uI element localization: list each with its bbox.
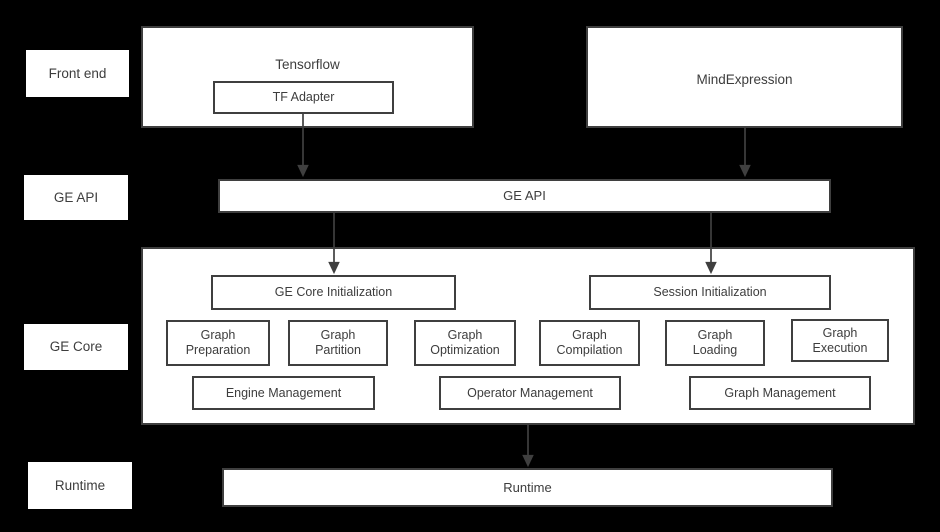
graph-partition-box[interactable]: Graph Partition: [288, 320, 388, 366]
layer-label-ge-api: GE API: [24, 175, 128, 220]
layer-label-ge-core: GE Core: [24, 324, 128, 370]
layer-label-runtime: Runtime: [28, 462, 132, 509]
graph-management-box[interactable]: Graph Management: [689, 376, 871, 410]
session-initialization-box[interactable]: Session Initialization: [589, 275, 831, 310]
ge-api-bar[interactable]: GE API: [218, 179, 831, 213]
mindexpression-panel[interactable]: MindExpression: [586, 26, 903, 128]
ge-core-initialization-box[interactable]: GE Core Initialization: [211, 275, 456, 310]
runtime-bar[interactable]: Runtime: [222, 468, 833, 507]
mindexpression-title: MindExpression: [696, 72, 793, 87]
graph-execution-box[interactable]: Graph Execution: [791, 319, 889, 362]
graph-loading-box[interactable]: Graph Loading: [665, 320, 765, 366]
graph-compilation-box[interactable]: Graph Compilation: [539, 320, 640, 366]
tensorflow-title: Tensorflow: [275, 57, 340, 72]
layer-label-front-end: Front end: [26, 50, 129, 97]
tf-adapter-box[interactable]: TF Adapter: [213, 81, 394, 114]
graph-preparation-box[interactable]: Graph Preparation: [166, 320, 270, 366]
engine-management-box[interactable]: Engine Management: [192, 376, 375, 410]
operator-management-box[interactable]: Operator Management: [439, 376, 621, 410]
graph-optimization-box[interactable]: Graph Optimization: [414, 320, 516, 366]
